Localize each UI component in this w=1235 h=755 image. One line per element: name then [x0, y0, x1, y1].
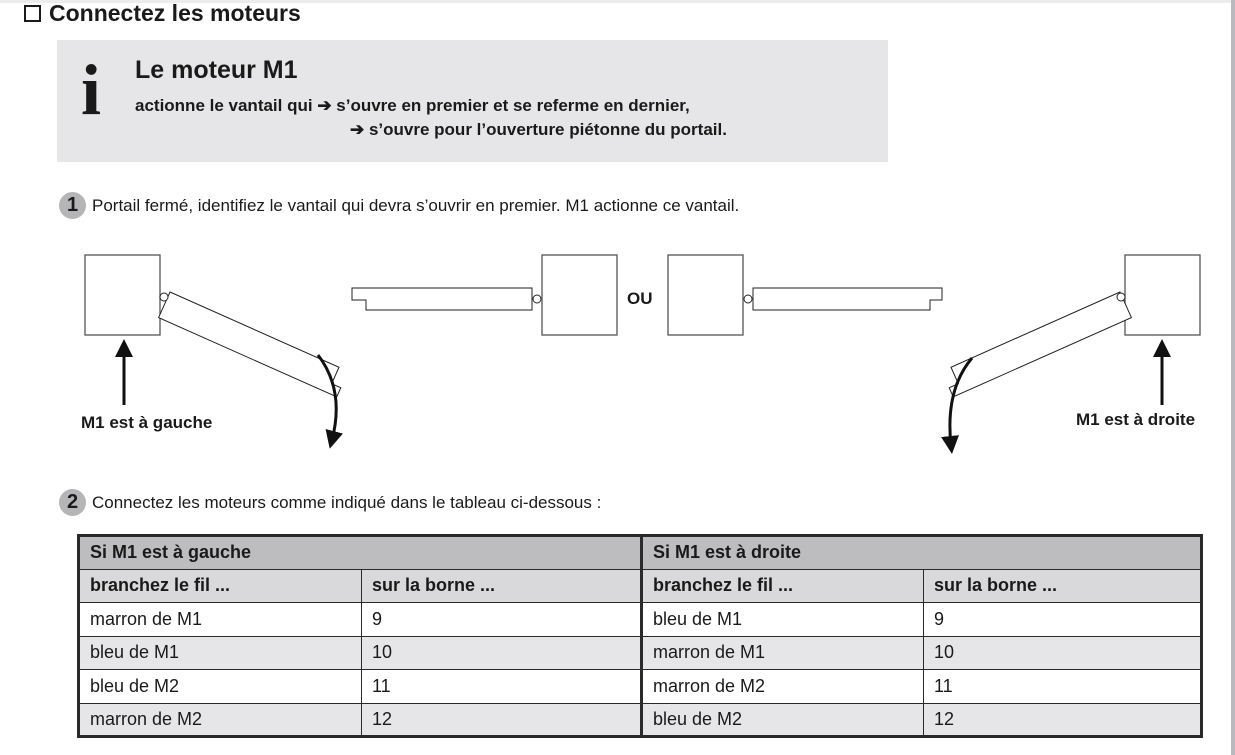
- info-icon: i: [81, 50, 102, 130]
- table-group-header: Si M1 est à gauche Si M1 est à droite: [78, 535, 1202, 570]
- col-header: branchez le fil ...: [78, 568, 362, 603]
- cell: 10: [361, 635, 643, 670]
- section-title: Connectez les moteurs: [49, 0, 301, 26]
- section-heading: Connectez les moteurs: [24, 0, 301, 27]
- right-group-title: Si M1 est à droite: [641, 535, 1202, 570]
- cell: bleu de M1: [78, 635, 362, 670]
- left-group-title: Si M1 est à gauche: [78, 535, 643, 570]
- top-border: [0, 0, 1232, 3]
- info-line-1: actionne le vantail qui ➔ s’ouvre en pre…: [135, 96, 690, 115]
- leaf-closed: [752, 287, 943, 311]
- checkbox-icon: [24, 5, 41, 22]
- cell: 10: [923, 635, 1202, 670]
- wiring-table: Si M1 est à gauche Si M1 est à droite br…: [77, 534, 1203, 738]
- leaf-closed: [351, 287, 533, 311]
- cell: marron de M2: [641, 669, 924, 704]
- open-direction-arrow-icon: [941, 357, 974, 454]
- step-2: 2 Connectez les moteurs comme indiqué dan…: [59, 489, 601, 516]
- cell: 11: [361, 669, 643, 704]
- cell: marron de M2: [78, 702, 362, 737]
- gate-diagram: [84, 254, 1201, 454]
- open-direction-arrow-icon: [316, 354, 343, 449]
- col-header: sur la borne ...: [923, 568, 1202, 603]
- step-number: 1: [59, 192, 86, 219]
- cell: 12: [923, 702, 1202, 737]
- col-header: branchez le fil ...: [641, 568, 924, 603]
- info-box: i Le moteur M1 actionne le vantail qui ➔…: [57, 40, 888, 162]
- left-leaf-open: [157, 291, 342, 398]
- or-label: OU: [627, 289, 653, 308]
- step-text: Connectez les moteurs comme indiqué dans…: [92, 492, 602, 512]
- right-label: M1 est à droite: [1076, 410, 1196, 429]
- cell: bleu de M1: [641, 602, 924, 637]
- cell: marron de M1: [641, 635, 924, 670]
- step-number: 2: [59, 489, 86, 516]
- table-column-header: branchez le fil ... sur la borne ... bra…: [78, 568, 1202, 603]
- cell: 12: [361, 702, 643, 737]
- cell: bleu de M2: [78, 669, 362, 704]
- cell: bleu de M2: [641, 702, 924, 737]
- info-line-2: ➔ s’ouvre pour l’ouverture piétonne du p…: [350, 120, 727, 139]
- right-pillar: [1124, 254, 1201, 336]
- pillar: [541, 254, 618, 336]
- left-pillar: [84, 254, 161, 336]
- left-label: M1 est à gauche: [81, 413, 213, 432]
- info-title: Le moteur M1: [135, 56, 298, 84]
- scrollbar[interactable]: [1231, 0, 1235, 755]
- cell: 9: [361, 602, 643, 637]
- pillar: [667, 254, 744, 336]
- cell: 9: [923, 602, 1202, 637]
- col-header: sur la borne ...: [361, 568, 643, 603]
- step-text: Portail fermé, identifiez le vantail qui…: [92, 195, 740, 215]
- cell: 11: [923, 669, 1202, 704]
- step-1: 1 Portail fermé, identifiez le vantail qu…: [59, 192, 739, 219]
- cell: marron de M1: [78, 602, 362, 637]
- right-leaf-open: [948, 291, 1133, 398]
